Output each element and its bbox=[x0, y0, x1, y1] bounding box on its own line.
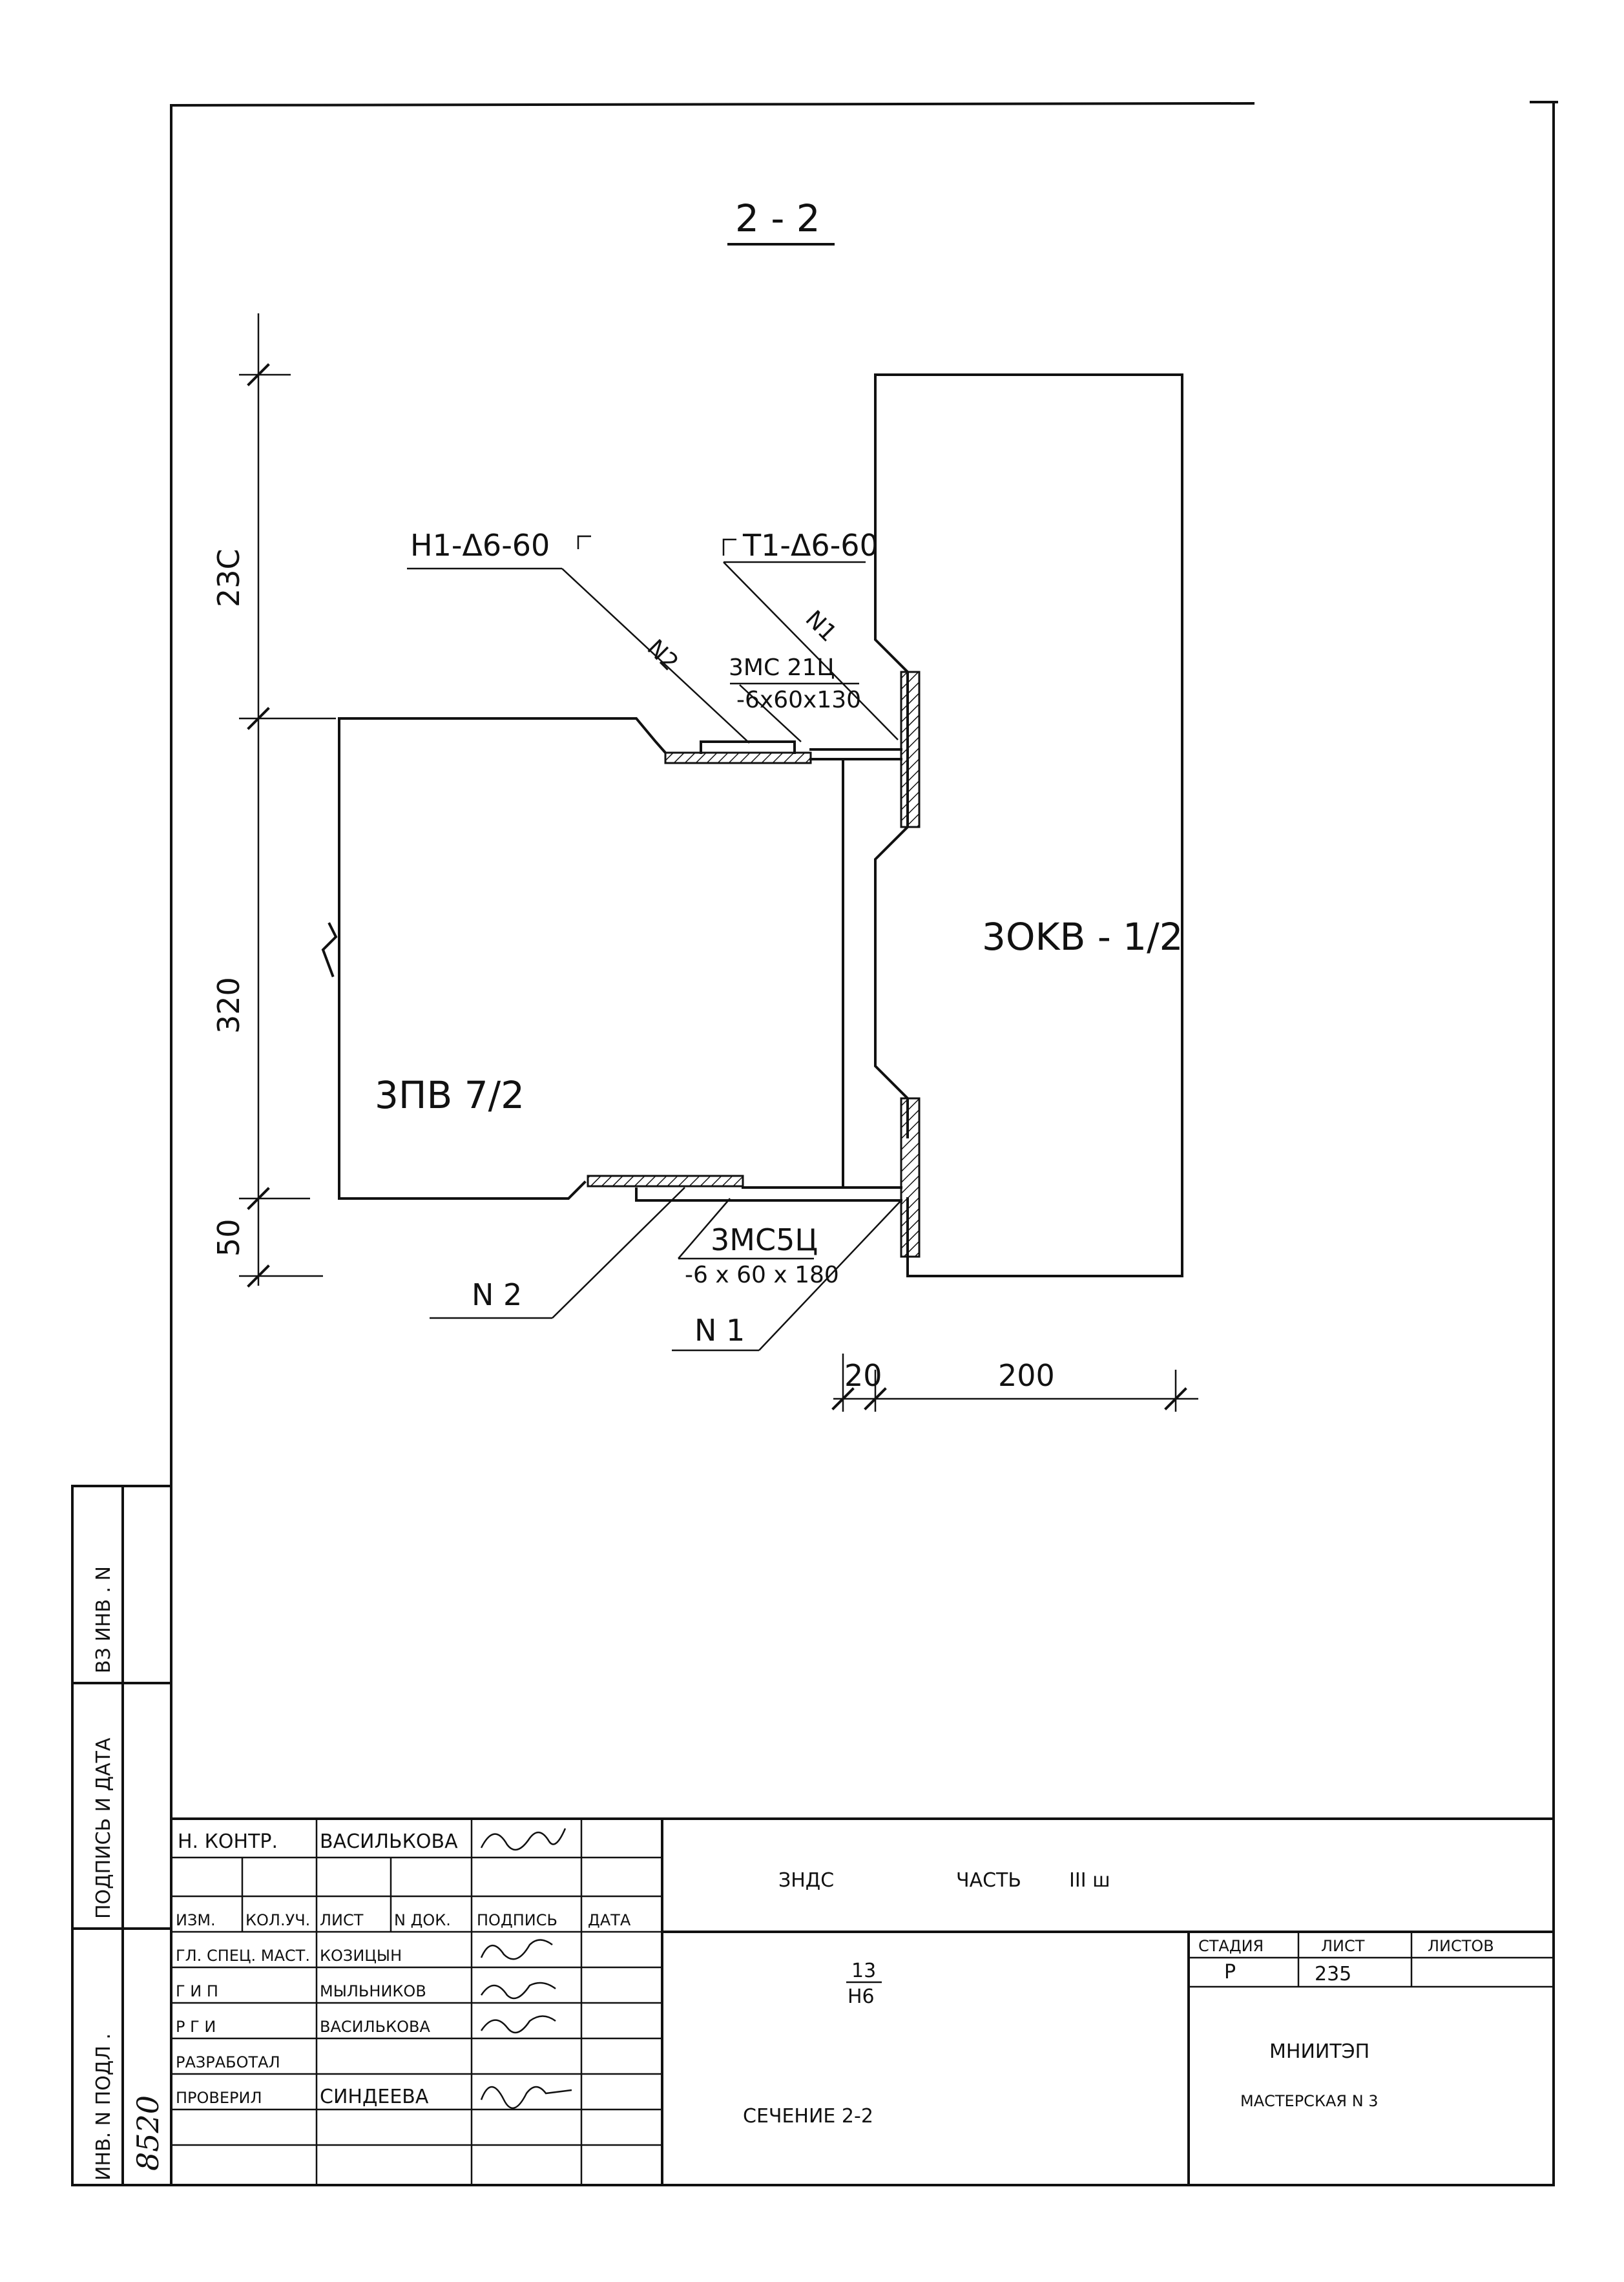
tb-org: МНИИТЭП bbox=[1269, 2040, 1369, 2063]
side-inv-podl: ИНВ. N ПОДЛ . bbox=[92, 2033, 115, 2181]
slab-label: 3ПВ 7/2 bbox=[375, 1073, 525, 1117]
tb-stage-hdr: СТАДИЯ bbox=[1198, 1937, 1264, 1955]
dim-20: 20 bbox=[844, 1358, 882, 1393]
tb-hdr-koluch: КОЛ.УЧ. bbox=[245, 1911, 310, 1929]
tb-row1-name: КОЗИЦЫН bbox=[320, 1947, 402, 1965]
weld-left-n2: N2 bbox=[642, 634, 683, 676]
leader-n1-text: N 1 bbox=[694, 1313, 745, 1348]
bottom-connection bbox=[587, 1175, 902, 1202]
tb-stage: Р bbox=[1224, 1961, 1236, 1984]
column-label: 3OKB - 1/2 bbox=[982, 915, 1183, 959]
title-block: Н. КОНТР. ВАСИЛЬКОВА ИЗМ. КОЛ.УЧ. ЛИСТ N… bbox=[170, 1817, 1555, 2186]
signatures bbox=[480, 1828, 572, 2109]
plate-bottom-size: -6 x 60 x 180 bbox=[685, 1262, 839, 1288]
column-embed-bottom bbox=[900, 1097, 921, 1258]
tb-row4-role: РАЗРАБОТАЛ bbox=[176, 2053, 280, 2071]
weld-left-text: Н1-Δ6-60 bbox=[410, 528, 550, 563]
side-inv-vz: ВЗ ИНВ . N bbox=[92, 1566, 115, 1673]
tb-sheets-hdr: ЛИСТОВ bbox=[1428, 1937, 1494, 1955]
tb-code-num: 13 bbox=[851, 1960, 876, 1982]
top-connection bbox=[664, 740, 902, 1189]
dim-200: 200 bbox=[998, 1358, 1055, 1393]
tb-project: ЗНДС bbox=[778, 1869, 834, 1892]
leader-n2: N 2 bbox=[430, 1187, 685, 1319]
tb-workshop: МАСТЕРСКАЯ N 3 bbox=[1240, 2092, 1379, 2110]
leader-n2-text: N 2 bbox=[472, 1277, 522, 1312]
horizontal-dimensions: 20 200 bbox=[831, 1354, 1198, 1412]
side-sign-date: ПОДПИСЬ И ДАТА bbox=[92, 1737, 115, 1919]
dim-50: 50 bbox=[211, 1219, 246, 1257]
tb-nkontr-name: ВАСИЛЬКОВА bbox=[320, 1830, 458, 1853]
side-inv-number: 8520 bbox=[130, 2095, 165, 2171]
leader-n1: N 1 bbox=[672, 1200, 902, 1352]
plate-bottom-mark: 3МС5Ц bbox=[711, 1222, 818, 1257]
tb-sheet: 235 bbox=[1315, 1963, 1351, 1985]
tb-code-den: Н6 bbox=[848, 1985, 875, 2008]
section-title: 2 - 2 bbox=[727, 196, 835, 246]
vertical-dimension-chain: 23C 320 50 bbox=[211, 313, 336, 1288]
dim-320: 320 bbox=[211, 977, 246, 1034]
weld-right-n1: N1 bbox=[800, 605, 842, 647]
tb-hdr-podpis: ПОДПИСЬ bbox=[477, 1911, 557, 1929]
tb-row3-name: ВАСИЛЬКОВА bbox=[320, 2018, 431, 2036]
tb-sheet-hdr: ЛИСТ bbox=[1321, 1937, 1365, 1955]
weld-right-text: Т1-Δ6-60 bbox=[742, 528, 879, 563]
tb-hdr-ndok: N ДОК. bbox=[394, 1911, 451, 1929]
tb-hdr-izm: ИЗМ. bbox=[176, 1911, 216, 1929]
column-embed-top bbox=[900, 671, 921, 828]
column-outline: 3OKB - 1/2 bbox=[874, 373, 1183, 1277]
plate-callout-bottom: 3МС5Ц -6 x 60 x 180 bbox=[678, 1198, 839, 1288]
plate-callout-top: 3МС 21Ц -6x60x130 bbox=[729, 654, 861, 742]
dim-230: 23C bbox=[211, 549, 246, 607]
tb-hdr-list: ЛИСТ bbox=[320, 1911, 364, 1929]
tb-part: ЧАСТЬ bbox=[956, 1869, 1021, 1892]
tb-hdr-data: ДАТА bbox=[588, 1911, 631, 1929]
tb-part-num: III ш bbox=[1069, 1869, 1110, 1892]
plate-top-mark: 3МС 21Ц bbox=[729, 654, 835, 681]
tb-sheet-name: СЕЧЕНИЕ 2-2 bbox=[743, 2105, 873, 2128]
section-title-text: 2 - 2 bbox=[735, 196, 820, 240]
tb-row1-role: ГЛ. СПЕЦ. МАСТ. bbox=[176, 1947, 310, 1965]
tb-row5-name: СИНДЕЕВА bbox=[320, 2086, 429, 2108]
weld-callout-left: Н1-Δ6-60 N2 bbox=[407, 528, 750, 744]
tb-row2-role: Г И П bbox=[176, 1982, 218, 2000]
side-stamp: ВЗ ИНВ . N ПОДПИСЬ И ДАТА ИНВ. N ПОДЛ . … bbox=[71, 1485, 172, 2186]
weld-callout-right: Т1-Δ6-60 N1 bbox=[722, 528, 899, 740]
tb-row2-name: МЫЛЬНИКОВ bbox=[320, 1982, 426, 2000]
tb-row5-role: ПРОВЕРИЛ bbox=[176, 2089, 262, 2107]
tb-nkontr-label: Н. КОНТР. bbox=[178, 1830, 278, 1853]
tb-row3-role: Р Г И bbox=[176, 2018, 216, 2036]
slab-outline: 3ПВ 7/2 bbox=[321, 717, 667, 1200]
